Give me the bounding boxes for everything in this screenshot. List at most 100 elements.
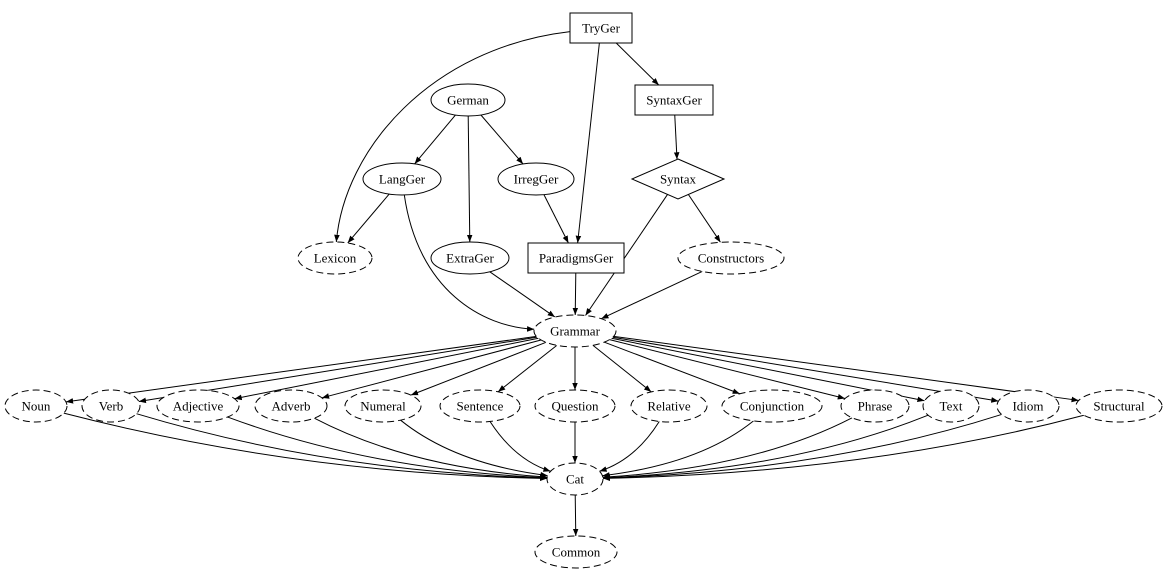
node-syntaxger: SyntaxGer (634, 84, 714, 116)
edge-german-to-extrager (466, 115, 473, 243)
node-common: Common (534, 535, 618, 569)
edge-adjective-to-cat (227, 416, 548, 481)
node-langger-label: LangGer (379, 172, 426, 187)
node-irregger-shape (497, 162, 575, 196)
node-extrager-label: ExtraGer (446, 251, 494, 266)
node-paradigmsger: ParadigmsGer (527, 242, 625, 274)
node-irregger: IrregGer (497, 162, 575, 196)
node-question-shape (534, 389, 616, 423)
node-adjective-label: Adjective (173, 399, 224, 414)
edges-layer (63, 31, 1085, 537)
node-syntax-shape (630, 158, 726, 200)
edge-syntaxger-to-syntax (673, 114, 680, 160)
node-german-label: German (447, 93, 489, 108)
node-structural-label: Structural (1093, 399, 1145, 414)
node-noun-label: Noun (22, 399, 51, 414)
edge-text-to-cat (602, 414, 929, 481)
edge-grammar-to-structural (613, 335, 1079, 403)
edge-grammar-to-noun (65, 335, 537, 404)
node-lexicon-shape (297, 241, 373, 275)
edge-phrase-to-cat (602, 417, 853, 480)
node-numeral: Numeral (344, 389, 422, 423)
node-constructors: Constructors (677, 241, 785, 275)
edge-grammar-to-conjunction (604, 341, 741, 395)
edge-grammar-to-idiom (612, 336, 999, 403)
node-structural: Structural (1075, 389, 1163, 423)
edge-relative-to-cat (599, 421, 660, 472)
node-verb: Verb (81, 389, 141, 423)
edge-grammar-to-numeral (410, 341, 547, 396)
node-common-label: Common (552, 545, 601, 560)
node-text: Text (922, 389, 980, 423)
node-relative: Relative (630, 389, 708, 423)
edge-irregger-to-paradigmsger (543, 194, 569, 244)
node-idiom: Idiom (996, 389, 1060, 423)
node-grammar: Grammar (533, 314, 617, 348)
edge-grammar-to-adjective (234, 337, 539, 401)
node-grammar-label: Grammar (550, 324, 600, 339)
edge-paradigmsger-to-grammar (572, 272, 579, 316)
node-verb-label: Verb (99, 399, 124, 414)
node-adjective: Adjective (156, 389, 240, 423)
edge-tryger-to-syntaxger (615, 42, 660, 86)
node-german-shape (430, 83, 506, 117)
node-idiom-label: Idiom (1012, 399, 1043, 414)
node-numeral-shape (344, 389, 422, 423)
node-sentence-shape (439, 389, 521, 423)
node-constructors-shape (677, 241, 785, 275)
edge-syntax-to-grammar (585, 194, 668, 316)
node-tryger-label: TryGer (582, 21, 620, 36)
node-phrase: Phrase (840, 389, 910, 423)
edge-extrager-to-grammar (489, 271, 556, 318)
edge-structural-to-cat (602, 414, 1085, 482)
node-tryger-shape (569, 12, 633, 44)
edge-noun-to-cat (63, 412, 548, 482)
node-tryger: TryGer (569, 12, 633, 44)
node-conjunction-label: Conjunction (740, 399, 805, 414)
edge-constructors-to-grammar (601, 270, 703, 320)
node-cat-shape (546, 462, 604, 496)
edge-numeral-to-cat (400, 419, 548, 478)
node-irregger-label: IrregGer (514, 172, 559, 187)
edge-grammar-to-relative (592, 344, 652, 393)
edge-grammar-to-phrase (609, 339, 846, 400)
node-structural-shape (1075, 389, 1163, 423)
node-german: German (430, 83, 506, 117)
node-noun: Noun (4, 389, 68, 423)
node-cat-label: Cat (566, 472, 584, 487)
edge-grammar-to-adverb (321, 339, 542, 399)
node-syntax: Syntax (630, 158, 726, 200)
node-lexicon: Lexicon (297, 241, 373, 275)
node-adverb: Adverb (254, 389, 328, 423)
node-grammar-shape (533, 314, 617, 348)
edge-langger-to-grammar (403, 194, 535, 332)
node-conjunction: Conjunction (721, 389, 823, 423)
node-syntax-label: Syntax (660, 172, 697, 187)
node-syntaxger-shape (634, 84, 714, 116)
node-question-label: Question (552, 399, 599, 414)
node-phrase-label: Phrase (858, 399, 893, 414)
node-text-shape (922, 389, 980, 423)
node-extrager: ExtraGer (430, 241, 510, 275)
edge-german-to-irregger (480, 114, 524, 165)
node-paradigmsger-label: ParadigmsGer (539, 251, 614, 266)
node-langger: LangGer (362, 162, 442, 196)
node-sentence-label: Sentence (457, 399, 504, 414)
node-conjunction-shape (721, 389, 823, 423)
edge-idiom-to-cat (602, 413, 1002, 481)
node-cat: Cat (546, 462, 604, 496)
node-verb-shape (81, 389, 141, 423)
node-text-label: Text (940, 399, 963, 414)
node-extrager-shape (430, 241, 510, 275)
node-paradigmsger-shape (527, 242, 625, 274)
node-adverb-shape (254, 389, 328, 423)
node-noun-shape (4, 389, 68, 423)
node-adverb-label: Adverb (272, 399, 311, 414)
node-idiom-shape (996, 389, 1060, 423)
edge-sentence-to-cat (489, 421, 551, 472)
edge-syntax-to-constructors (687, 194, 721, 243)
node-numeral-label: Numeral (360, 399, 406, 414)
node-sentence: Sentence (439, 389, 521, 423)
